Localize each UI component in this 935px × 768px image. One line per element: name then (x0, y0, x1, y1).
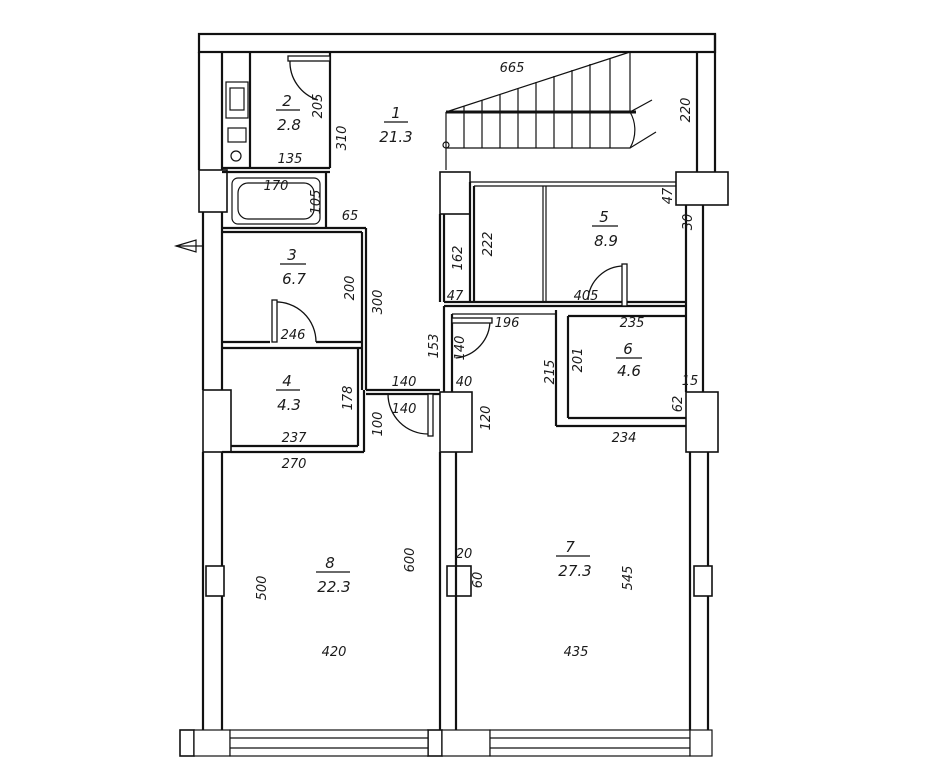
dimension-label: 178 (341, 386, 356, 411)
room-area: 27.3 (558, 562, 591, 580)
room-area: 4.6 (617, 362, 641, 380)
dimension-label: 170 (264, 179, 289, 194)
room-number: 3 (287, 246, 297, 264)
interior-walls (222, 52, 686, 730)
dimension-label: 65 (342, 209, 359, 224)
column (205, 565, 225, 597)
dimension-label: 435 (564, 645, 589, 660)
sink (225, 81, 249, 119)
room-number: 6 (623, 340, 633, 358)
room-area: 4.3 (277, 396, 301, 414)
dimension-label: 234 (612, 431, 637, 446)
room-5-label: 5 8.9 (592, 208, 618, 250)
room-number: 8 (325, 554, 335, 572)
dimension-label: 153 (427, 334, 442, 359)
fixtures (173, 81, 321, 253)
dimension-label: 201 (571, 348, 586, 373)
dimension-label: 665 (500, 61, 525, 76)
column (427, 729, 443, 757)
column (202, 389, 232, 453)
room-area: 2.8 (277, 116, 301, 134)
dimension-label: 246 (281, 328, 306, 343)
columns (179, 169, 729, 757)
column (439, 391, 473, 453)
column (446, 565, 472, 597)
bottom-windows (193, 729, 713, 757)
room-2-label: 2 2.8 (276, 92, 301, 134)
dimension-label: 40 (456, 375, 473, 390)
room-number: 7 (565, 538, 575, 556)
dimension-label: 105 (309, 190, 324, 215)
dimension-labels: 665 220 205 135 310 170 105 65 200 300 2… (255, 61, 698, 660)
dimension-label: 15 (682, 374, 699, 389)
room-3-label: 3 6.7 (280, 246, 306, 288)
room-area: 6.7 (282, 270, 306, 288)
dimension-label: 47 (447, 289, 464, 304)
dimension-label: 196 (495, 316, 520, 331)
room-labels: 1 21.3 2 2.8 3 6.7 4 4.3 5 8.9 6 4.6 (276, 92, 642, 596)
column (179, 729, 195, 757)
dimension-label: 405 (574, 289, 599, 304)
staircase (442, 51, 657, 170)
room-area: 21.3 (379, 128, 412, 146)
dimension-label: 62 (671, 396, 686, 413)
room-7-label: 7 27.3 (556, 538, 592, 580)
toilet (227, 127, 247, 143)
room-number: 5 (599, 208, 609, 226)
column (685, 391, 719, 453)
room-area: 8.9 (594, 232, 618, 250)
dimension-label: 100 (371, 412, 386, 437)
dimension-label: 140 (453, 336, 468, 361)
room-6-label: 6 4.6 (616, 340, 642, 380)
dimension-label: 420 (322, 645, 347, 660)
dimension-label: 135 (278, 152, 303, 167)
dimension-label: 235 (620, 316, 645, 331)
dimension-label: 237 (282, 431, 308, 446)
dimension-label: 220 (679, 98, 694, 123)
room-1-label: 1 21.3 (379, 104, 412, 146)
room-area: 22.3 (317, 578, 350, 596)
dimension-label: 120 (479, 406, 494, 431)
dimension-label: 205 (311, 94, 326, 119)
column (198, 169, 228, 213)
dimension-label: 270 (282, 457, 307, 472)
room-4-label: 4 4.3 (276, 372, 301, 414)
column (675, 171, 729, 206)
room-number: 1 (391, 104, 401, 122)
dimension-label: 140 (392, 375, 417, 390)
dimension-label: 200 (343, 276, 358, 301)
dimension-label: 600 (403, 548, 418, 573)
dimension-label: 60 (471, 572, 486, 589)
column (693, 565, 713, 597)
bathtub (231, 177, 321, 225)
dimension-label: 300 (371, 290, 386, 315)
dimension-label: 500 (255, 576, 270, 601)
dimension-label: 162 (451, 246, 466, 271)
dimension-label: 47 (661, 187, 676, 204)
room-8-label: 8 22.3 (316, 554, 351, 596)
room-number: 2 (282, 92, 292, 110)
dimension-label: 222 (481, 232, 496, 257)
dimension-label: 545 (621, 566, 636, 591)
doors (271, 55, 628, 437)
dimension-label: 215 (543, 360, 558, 385)
dimension-label: 30 (681, 214, 696, 231)
dimension-label: 140 (392, 402, 417, 417)
dimension-label: 20 (456, 547, 473, 562)
column (439, 171, 471, 215)
room-number: 4 (282, 372, 292, 390)
dimension-label: 310 (335, 126, 350, 151)
